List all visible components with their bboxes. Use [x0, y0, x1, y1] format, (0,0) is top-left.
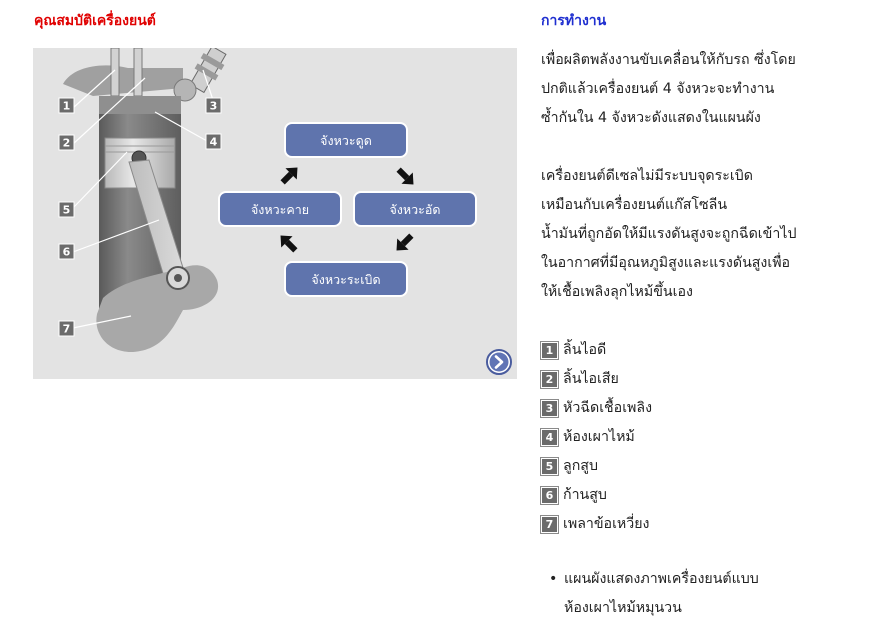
svg-text:4: 4: [210, 136, 218, 149]
svg-text:1: 1: [63, 100, 71, 113]
svg-text:จังหวะคาย: จังหวะคาย: [251, 202, 309, 217]
description-paragraph-1: เพื่อผลิตพลังงานขับเคลื่อนให้กับรถ ซึ่งโ…: [541, 46, 861, 133]
svg-text:7: 7: [63, 323, 71, 336]
page-title: คุณสมบัติเครื่องยนต์: [34, 13, 156, 29]
arrow-exhaust-to-intake: [280, 167, 298, 185]
callout-5: 5: [58, 201, 75, 218]
svg-text:2: 2: [63, 137, 71, 150]
svg-text:จังหวะระเบิด: จังหวะระเบิด: [311, 272, 380, 287]
text-line: ในอากาศที่มีอุณหภูมิสูงและแรงดันสูงเพื่อ: [541, 255, 791, 271]
arrow-intake-to-compression: [396, 167, 414, 185]
svg-text:จังหวะดูด: จังหวะดูด: [320, 133, 372, 149]
fuel-injector: [189, 48, 227, 94]
cylinder-head: [63, 65, 183, 96]
callout-7: 7: [58, 320, 75, 337]
text-line: ห้องเผาไหม้หมุนวน: [564, 600, 682, 616]
callout-4: 4: [205, 133, 222, 150]
svg-text:จังหวะอัด: จังหวะอัด: [389, 202, 440, 217]
arrow-compression-to-power: [396, 233, 414, 251]
arrow-power-to-exhaust: [280, 235, 298, 253]
callout-3: 3: [205, 97, 222, 114]
description-column: เพื่อผลิตพลังงานขับเคลื่อนให้กับรถ ซึ่งโ…: [541, 46, 861, 539]
text-line: แผนผังแสดงภาพเครื่องยนต์แบบ: [564, 571, 759, 587]
text-line: ให้เชื้อเพลิงลุกไหม้ขึ้นเอง: [541, 284, 693, 300]
engine-diagram: 1 2 3 4 5 6 7 จังหวะดูด: [58, 48, 512, 375]
text-line: เครื่องยนต์ดีเซลไม่มีระบบจุดระเบิด: [541, 168, 753, 184]
combustion-chamber: [99, 96, 181, 114]
text-line: ซ้ำกันใน 4 จังหวะดังแสดงในแผนผัง: [541, 110, 761, 126]
text-line: เหมือนกับเครื่องยนต์แก๊สโซลีน: [541, 197, 728, 213]
bullet-caption: • แผนผังแสดงภาพเครื่องยนต์แบบ ห้องเผาไหม…: [549, 565, 849, 623]
callout-2: 2: [58, 134, 75, 151]
callout-1: 1: [58, 97, 75, 114]
svg-text:5: 5: [63, 204, 71, 217]
text-line: ปกติแล้วเครื่องยนต์ 4 จังหวะจะทำงาน: [541, 81, 775, 97]
stage-compression: จังหวะอัด: [353, 191, 477, 227]
stage-power: จังหวะระเบิด: [284, 261, 408, 297]
bullet-dot-icon: •: [549, 571, 558, 587]
next-button[interactable]: [486, 349, 512, 375]
text-line: น้ำมันที่ถูกอัดให้มีแรงดันสูงจะถูกฉีดเข้…: [541, 226, 797, 242]
chevron-right-icon: [494, 355, 504, 369]
prechamber: [173, 78, 197, 102]
stage-exhaust: จังหวะคาย: [218, 191, 342, 227]
svg-text:6: 6: [63, 246, 71, 259]
engine-diagram-panel: 1 2 3 4 5 6 7 จังหวะดูด: [33, 48, 517, 379]
callout-6: 6: [58, 243, 75, 260]
exhaust-valve-stem: [133, 48, 143, 97]
crankshaft: [96, 265, 219, 353]
stage-intake: จังหวะดูด: [284, 122, 408, 158]
text-line: เพื่อผลิตพลังงานขับเคลื่อนให้กับรถ ซึ่งโ…: [541, 52, 796, 68]
section-title: การทำงาน: [541, 13, 607, 29]
description-paragraph-2: เครื่องยนต์ดีเซลไม่มีระบบจุดระเบิด เหมือ…: [541, 162, 861, 307]
svg-text:3: 3: [210, 100, 218, 113]
